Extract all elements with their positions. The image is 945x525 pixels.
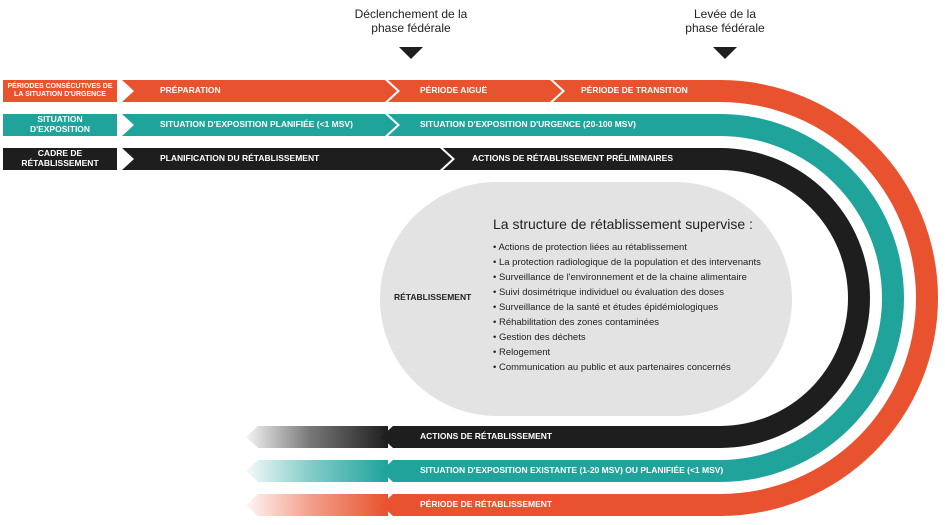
list-item: Surveillance de la santé et études épidé… [493,300,761,315]
bottom-orange-fade [246,494,388,516]
teal-arc-band [720,114,904,482]
list-item: Gestion des déchets [493,330,761,345]
lane-text-emergency-exposure: Situation d'exposition d'urgence (20-100… [420,119,636,129]
lane-text-acute-period: Période aiguë [420,85,488,95]
label-box-exposure [3,114,117,136]
teal-seg-1 [122,114,397,136]
label-box-periods [3,80,117,102]
bottom-black-solid [381,426,720,448]
list-item: Actions de protection liées au rétabliss… [493,240,761,255]
row-label-framework: Cadre de rétablissement [21,148,99,168]
row-label-exposure: Situation d'exposition [29,114,91,134]
list-item: Relogement [493,345,761,360]
orange-seg-3 [553,80,734,102]
supervision-list: Actions de protection liées au rétabliss… [493,240,761,375]
black-seg-1 [122,148,452,170]
list-item: La protection radiologique de la populat… [493,255,761,270]
list-item: Suivi dosimétrique individuel ou évaluat… [493,285,761,300]
lane-text-recovery-period: Période de rétablissement [420,499,553,509]
lift-header-line1: Levée de la [693,7,757,21]
row-label-periods: Périodes consécutives de la situation d'… [7,82,113,98]
trigger-header-line2: phase fédérale [371,20,451,35]
lane-text-transition-period: Période de transition [581,85,688,95]
lane-text-preparation: Préparation [160,85,221,95]
lift-header-line2: phase fédérale [685,20,765,35]
lift-marker [713,47,737,59]
label-box-framework [3,148,117,170]
lane-text-preliminary-actions: Actions de rétablissement préliminaires [472,153,674,163]
lane-text-existing-exposure: Situation d'exposition existante (1-20 m… [420,465,724,475]
trigger-header-line1: Déclenchement de la [354,7,468,21]
list-item: Réhabilitation des zones contaminées [493,315,761,330]
lane-text-recovery-planning: Planification du rétablissement [160,153,320,163]
orange-seg-1 [122,80,397,102]
bottom-black-fade [246,426,388,448]
recovery-label: Rétablissement [394,292,472,302]
orange-arc-band [720,80,938,516]
list-item: Communication au public et aux partenair… [493,360,761,375]
trigger-marker [399,47,423,59]
bottom-teal-fade [246,460,388,482]
black-seg-2 [443,148,734,170]
bottom-teal-solid [381,460,720,482]
teal-seg-2 [388,114,734,136]
lift-header: Levée de la phase fédérale [656,7,794,36]
black-arc-band [720,148,870,448]
bottom-orange-solid [381,494,720,516]
lane-text-recovery-actions: Actions de rétablissement [420,431,553,441]
trigger-header: Déclenchement de la phase fédérale [330,7,492,36]
list-item: Surveillance de l'environnement et de la… [493,270,761,285]
supervision-title: La structure de rétablissement supervise… [493,216,753,232]
lane-text-planned-exposure: Situation d'exposition planifiée (<1 mSv… [160,119,353,129]
orange-seg-2 [388,80,562,102]
